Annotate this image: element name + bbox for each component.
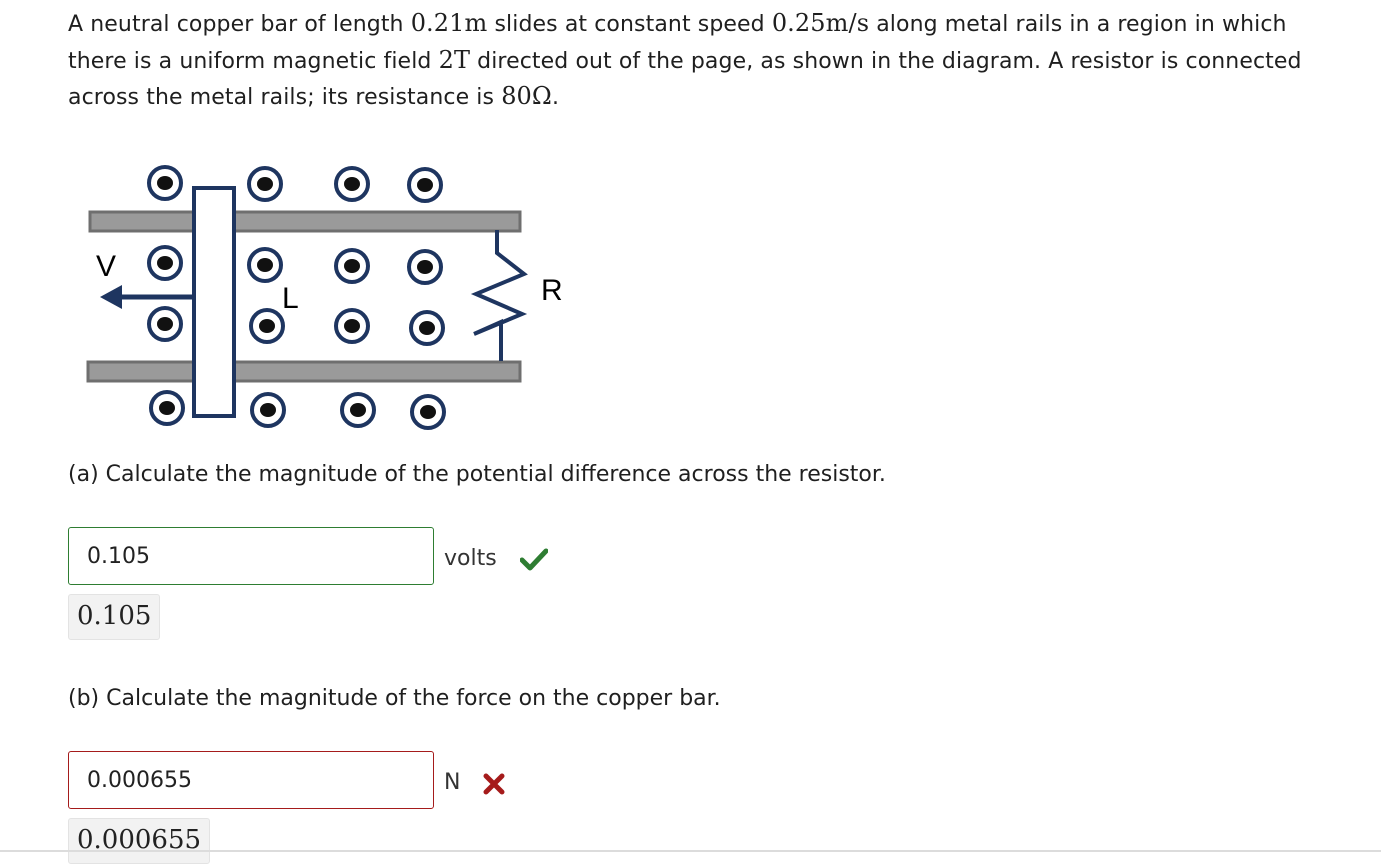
field-dot-center — [157, 256, 173, 270]
field-dot-center — [350, 403, 366, 417]
resistor-label: R — [541, 274, 563, 307]
answer-a-unit: volts — [444, 546, 497, 571]
answer-b-unit: N — [444, 770, 461, 795]
field-dot-center — [260, 403, 276, 417]
problem-text-3: along metal rails in a region in which t… — [68, 12, 1287, 74]
field-dot-center — [344, 259, 360, 273]
resistor-zigzag — [470, 230, 528, 361]
field-dot-center — [257, 258, 273, 272]
field-dot-center — [344, 319, 360, 333]
field-dot-center — [157, 317, 173, 331]
problem-text-2: slides at constant speed — [487, 12, 772, 37]
velocity-arrow-head — [100, 285, 122, 309]
answer-b-input[interactable] — [68, 751, 434, 809]
field-dot-center — [259, 319, 275, 333]
problem-text-1: A neutral copper bar of length — [68, 12, 411, 37]
answer-b-echo: 0.000655 — [68, 818, 211, 864]
question-b: (b) Calculate the magnitude of the force… — [68, 686, 721, 711]
field-dot-center — [417, 178, 433, 192]
cross-icon — [483, 773, 505, 795]
question-a: (a) Calculate the magnitude of the poten… — [68, 462, 886, 487]
velocity-label: V — [96, 250, 116, 283]
length-label: L — [282, 282, 299, 315]
problem-statement: A neutral copper bar of length 0.21m sli… — [68, 6, 1348, 116]
problem-text-5: . — [551, 85, 560, 110]
field-dot-center — [417, 260, 433, 274]
bottom-rail — [86, 360, 522, 383]
answer-a-input[interactable] — [68, 527, 434, 585]
circuit-diagram: V L R — [86, 165, 563, 430]
field-dot-center — [419, 321, 435, 335]
top-rail — [88, 210, 522, 233]
answer-a-echo: 0.105 — [68, 594, 161, 640]
field-dot-center — [159, 401, 175, 415]
magnetic-field-dots — [147, 165, 446, 430]
speed-value: 0.25m/s — [771, 9, 870, 37]
page-divider — [0, 850, 1381, 852]
field-dot-center — [157, 176, 173, 190]
problem-text-4: directed out of the page, as shown in th… — [68, 48, 1302, 111]
field-dot-center — [344, 177, 360, 191]
field-value: 2T — [438, 45, 471, 74]
field-dot-center — [257, 177, 273, 191]
field-dot-center — [420, 405, 436, 419]
check-icon — [520, 548, 548, 571]
bar-length-value: 0.21m — [410, 9, 488, 37]
copper-bar — [192, 186, 236, 418]
resistance-value: 80Ω — [501, 82, 552, 110]
